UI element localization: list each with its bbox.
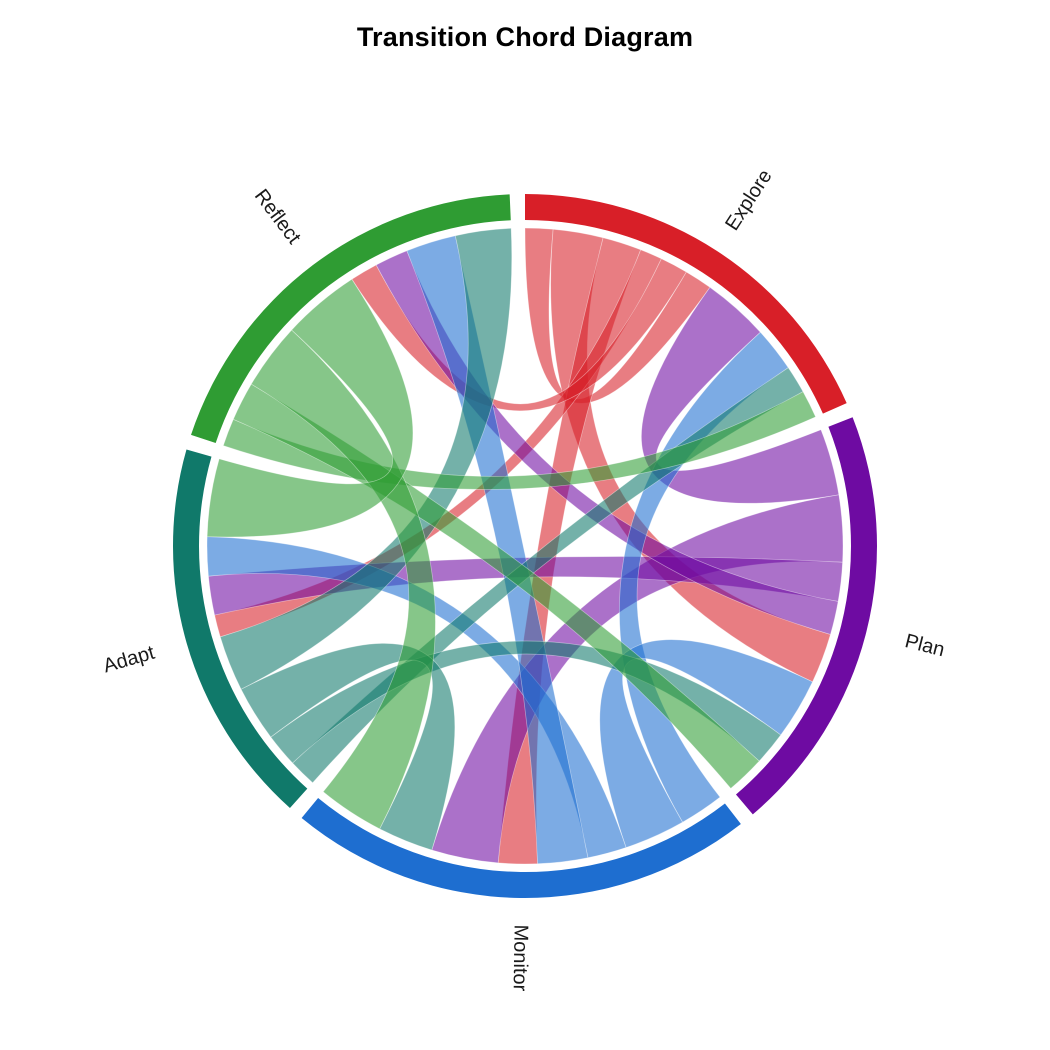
sector-ring — [173, 194, 878, 899]
node-label-monitor: Monitor — [509, 924, 532, 991]
sector-arc-explore — [525, 194, 847, 414]
node-label-adapt: Adapt — [101, 642, 158, 678]
node-label-plan: Plan — [903, 630, 947, 661]
ribbon-monitor-to-reflect — [406, 235, 589, 865]
ribbon-explore-to-explore — [524, 227, 711, 404]
sector-arc-adapt — [173, 449, 308, 809]
ribbon-reflect-to-monitor — [250, 329, 436, 830]
node-label-reflect: Reflect — [250, 185, 305, 248]
ribbon-reflect-to-adapt — [206, 278, 414, 538]
node-label-explore: Explore — [721, 166, 776, 235]
sector-arc-plan — [735, 417, 878, 815]
chord-ribbons — [206, 227, 844, 865]
sector-arc-monitor — [301, 797, 741, 899]
chart-title: Transition Chord Diagram — [356, 22, 694, 52]
sector-arc-reflect — [191, 194, 511, 444]
